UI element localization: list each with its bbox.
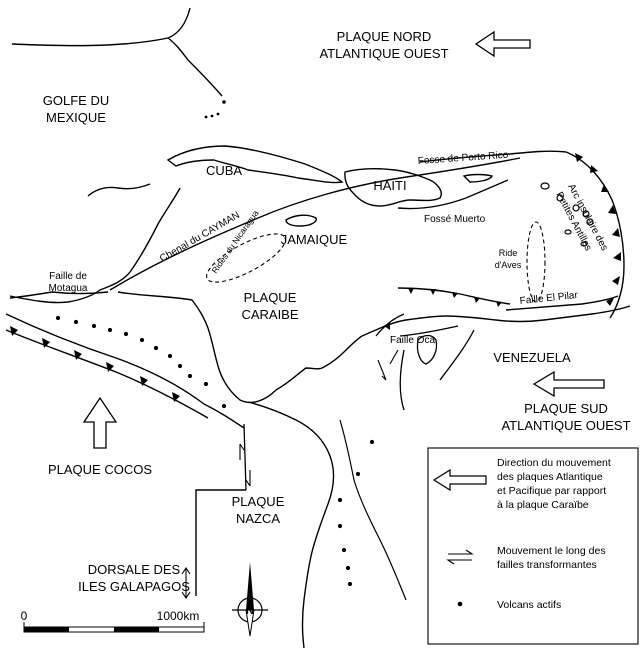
cocos-arrow [82,396,118,449]
bocono-fault [399,349,405,411]
label-dorsale-1: DORSALE DES [88,562,181,577]
caribbean-west-coast [117,291,363,404]
label-plaque-caraibe-1: PLAQUE [244,290,297,305]
label-golfe-1: GOLFE DU [43,93,109,108]
label-faille-motagua-1: Faille de [49,271,87,282]
south-america-west-coast [247,401,335,648]
keys-dot [216,112,220,116]
antilles-island [586,218,594,226]
label-plaque-nord-1: PLAQUE NORD [337,29,432,44]
oca-half-arrows [377,349,399,381]
north-atlantic-arrow [474,30,531,58]
label-plaque-sud-1: PLAQUE SUD [524,401,608,416]
puerto-rico-trench [419,150,567,163]
label-plaque-nazca-1: PLAQUE [232,494,285,509]
legend-hollow-arrow-icon [432,468,487,492]
label-ride-aves-1: Ride [499,248,518,258]
legend-dot-icon [457,601,463,607]
label-plaque-cocos: PLAQUE COCOS [48,462,152,477]
yucatan-north-coast [87,183,151,197]
panama-fault [243,423,247,491]
nicaragua-rise-outline [206,233,286,283]
label-haiti: HAITI [373,178,406,193]
santa-marta-fault [439,329,475,381]
legend-half-arrows-icon [446,549,474,565]
label-plaque-caraibe-2: CARAIBE [241,307,298,322]
volcano-dots [55,315,375,587]
scale-end-label: 1000km [157,609,200,623]
colombia-thrust-tooth [384,322,390,330]
south-atlantic-arrow [532,370,605,398]
legend-text-1-line1: Direction du mouvement [497,457,611,469]
muerto-trough [397,179,509,210]
motagua-fault [9,291,109,299]
central-america-coast [9,187,181,304]
label-faille-oca: Faille Oca [390,335,435,346]
jamaica-island [285,214,317,227]
mat-teeth [10,326,180,402]
el-pilar-fault [505,295,619,311]
legend-text-3-line1: Volcans actifs [497,599,561,611]
galapagos-ridge-arrow [181,567,191,599]
florida-coast [11,7,223,97]
legend-text-1-line3: et Pacifique par rapport [497,485,606,497]
label-cuba: CUBA [206,163,242,178]
label-fosse-porto-rico: Fosse de Porto Rico [417,150,509,167]
label-jamaique: JAMAIQUE [281,232,348,247]
compass-north-label: N [246,605,254,617]
oca-fault [399,325,459,337]
middle-america-trench [5,329,209,419]
label-venezuela: VENEZUELA [493,350,571,365]
keys-dot [210,114,214,118]
aves-ridge-outline [526,221,546,303]
compass-rose-icon [232,562,268,637]
cayman-trough [109,157,521,291]
south-caribbean-deformed-belt [397,287,511,305]
scale-start-label: 0 [21,609,28,623]
legend-text-2-line2: failles transformantes [497,559,597,571]
keys-dot [204,115,208,119]
cuba-island [166,145,344,184]
antilles-island [564,229,572,235]
andes-inner-line [339,419,407,601]
label-plaque-sud-2: ATLANTIQUE OUEST [501,418,630,433]
label-plaque-nord-2: ATLANTIQUE OUEST [319,46,448,61]
pacific-coast-central-america [5,313,245,429]
panama-half-arrows [239,443,251,487]
antilles-island [582,210,590,218]
subduction-teeth [575,153,621,306]
antilles-island [556,194,564,202]
legend-text-1-line2: des plaques Atlantique [497,471,603,483]
overthrust-teeth [408,288,502,307]
label-dorsale-2: ILES GALAPAGOS [78,579,190,594]
antilles-island [572,204,580,212]
label-plaque-nazca-2: NAZCA [236,511,280,526]
maracaibo-lake [416,334,438,365]
galapagos-ridge [195,489,246,596]
legend-text-1-line4: à la plaque Caraïbe [497,499,589,511]
legend-text-2-line1: Mouvement le long des [497,545,606,557]
keys-dot [222,100,226,104]
scale-bar [23,622,205,633]
south-america-north-coast [361,305,631,337]
puerto-rico-island [462,173,494,183]
antilles-island [580,241,588,247]
label-golfe-2: MEXIQUE [46,110,106,125]
antilles-island [540,182,550,190]
label-faille-motagua-2: Motagua [49,283,88,294]
hispaniola-island [344,167,442,207]
label-ride-aves-2: d'Aves [495,260,522,270]
label-fosse-muerto: Fossé Muerto [424,214,486,225]
